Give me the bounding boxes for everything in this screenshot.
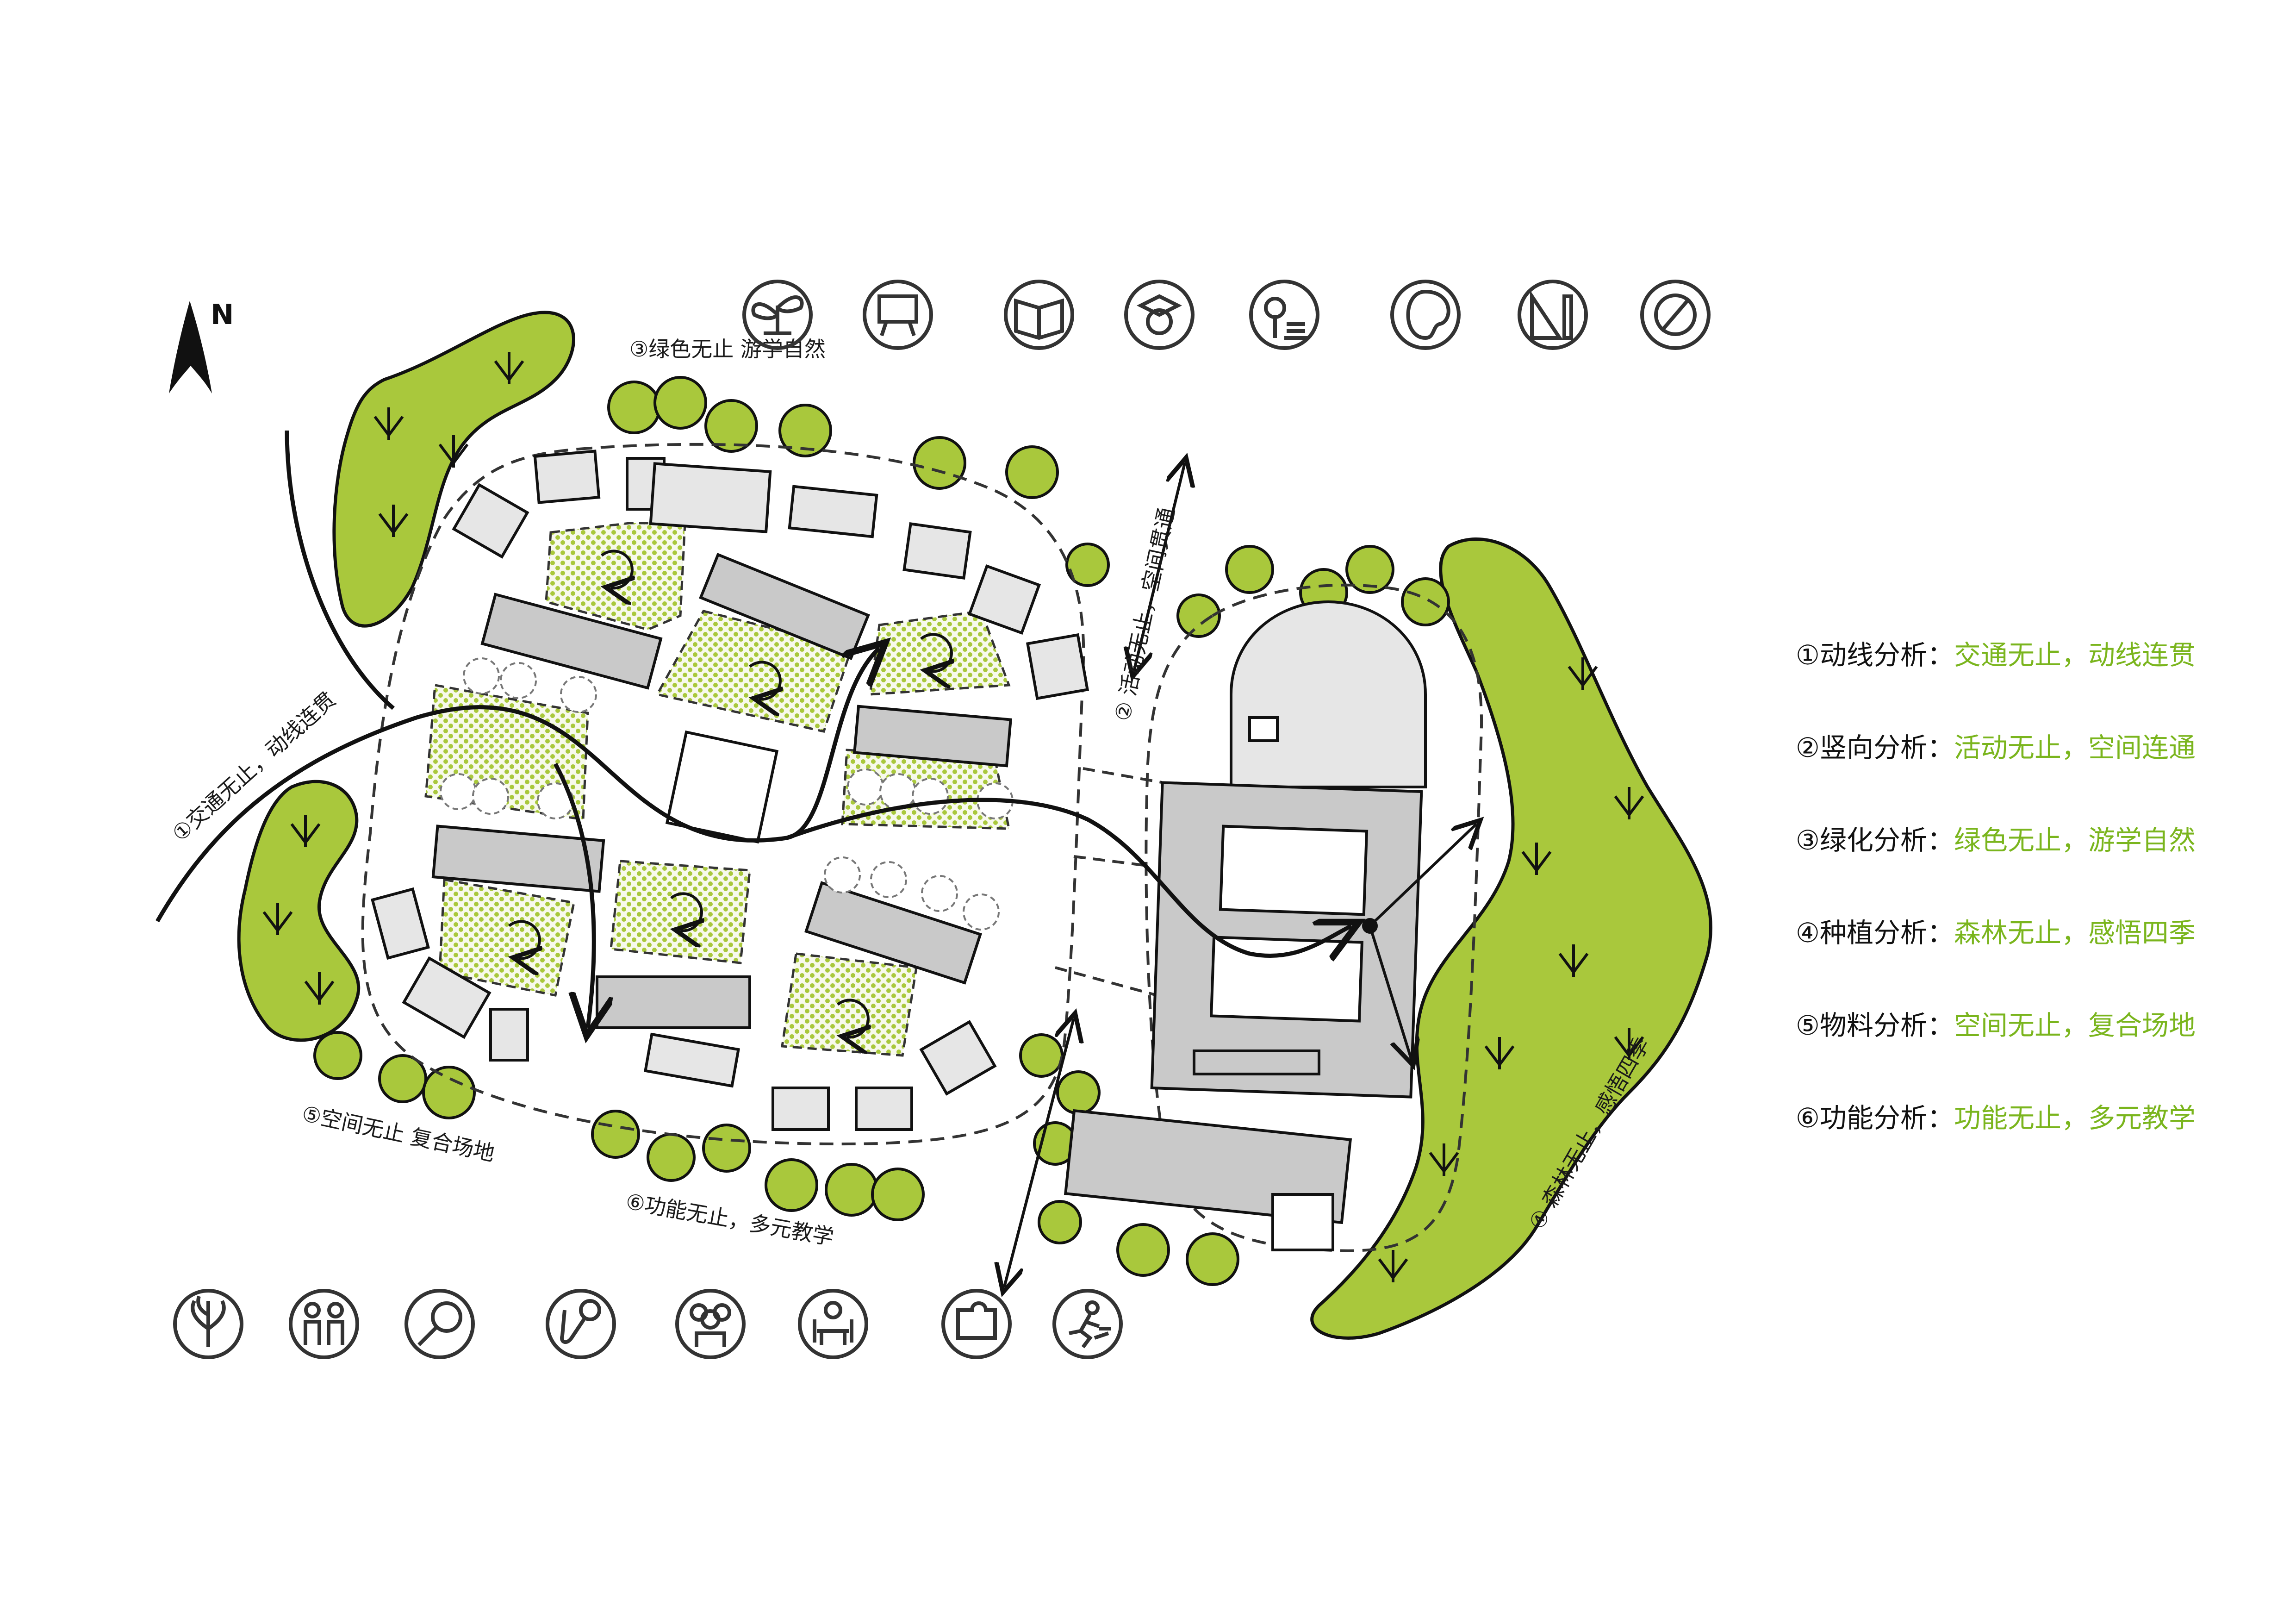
open-book-icon <box>1004 280 1074 350</box>
legend-item-vertical: ②竖向分析： 活动无止，空间连通 <box>1796 699 2277 792</box>
top-icon-row <box>742 280 1711 350</box>
main-circulation-route <box>156 430 1351 1028</box>
legend-key: ①动线分析： <box>1796 639 1954 671</box>
tree-bench-icon <box>1249 280 1319 350</box>
label-activity: ② 活动无止，空间贯通 <box>1110 505 1180 723</box>
leaves-icon <box>173 1289 243 1359</box>
campus-boundary-west <box>361 443 1085 1146</box>
forest-patch-northwest <box>332 311 575 628</box>
bottom-icon-row <box>173 1289 1123 1359</box>
legend-key: ④种植分析： <box>1796 917 1954 949</box>
legend-value: 森林无止，感悟四季 <box>1954 917 2196 949</box>
legend-value: 交通无止，动线连贯 <box>1954 639 2196 671</box>
legend-value: 空间无止，复合场地 <box>1954 1010 2196 1041</box>
buildings <box>371 450 1427 1251</box>
palette-icon <box>1390 280 1461 350</box>
group-icon <box>675 1289 746 1359</box>
people-pair-icon <box>289 1289 359 1359</box>
legend-item-function: ⑥功能分析： 功能无止，多元教学 <box>1796 1069 2277 1162</box>
sprout-icon <box>742 280 813 350</box>
legend-key: ⑤物料分析： <box>1796 1010 1954 1041</box>
graduate-icon <box>1124 280 1195 350</box>
legend-key: ②竖向分析： <box>1796 732 1954 763</box>
tree-circles <box>313 376 1450 1286</box>
label-green: ③绿色无止 游学自然 <box>629 337 826 362</box>
meeting-icon <box>798 1289 868 1359</box>
running-icon <box>1052 1289 1123 1359</box>
north-label: N <box>211 299 234 331</box>
microphone-icon <box>546 1289 616 1359</box>
art-tools-icon <box>1640 280 1711 350</box>
legend-value: 功能无止，多元教学 <box>1954 1102 2196 1134</box>
activity-circulation-marks <box>509 550 952 1037</box>
legend-item-greening: ③绿化分析： 绿色无止，游学自然 <box>1796 792 2277 884</box>
legend-key: ③绿化分析： <box>1796 824 1954 856</box>
north-arrow-icon: N <box>169 299 234 394</box>
forest-patch-east <box>1310 537 1712 1340</box>
legend-item-planting: ④种植分析： 森林无止，感悟四季 <box>1796 884 2277 977</box>
vertical-axis-arrow <box>1004 463 1185 1287</box>
activity-node <box>1362 824 1476 1060</box>
legend-value: 活动无止，空间连通 <box>1954 732 2196 763</box>
analysis-legend: ①动线分析： 交通无止，动线连贯 ②竖向分析： 活动无止，空间连通 ③绿化分析：… <box>1796 606 2277 1162</box>
legend-item-circulation: ①动线分析： 交通无止，动线连贯 <box>1796 606 2277 699</box>
puzzle-icon <box>941 1289 1012 1359</box>
forest-patch-west <box>237 780 361 1042</box>
magnifier-icon <box>404 1289 475 1359</box>
legend-value: 绿色无止，游学自然 <box>1954 824 2196 856</box>
blackboard-icon <box>863 280 933 350</box>
legend-item-materials: ⑤物料分析： 空间无止，复合场地 <box>1796 977 2277 1069</box>
legend-key: ⑥功能分析： <box>1796 1102 1954 1134</box>
ruler-triangle-icon <box>1518 280 1588 350</box>
forest-tree-marks <box>262 352 1644 1282</box>
